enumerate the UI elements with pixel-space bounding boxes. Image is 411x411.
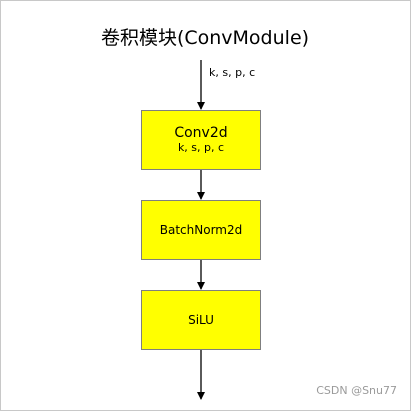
diagram-title: 卷积模块(ConvModule) <box>100 27 310 49</box>
node-batchnorm2d-label: BatchNorm2d <box>159 223 243 237</box>
node-conv2d-label: Conv2d <box>174 125 228 141</box>
node-conv2d: Conv2d k, s, p, c <box>141 110 261 170</box>
node-silu: SiLU <box>141 290 261 350</box>
node-conv2d-params: k, s, p, c <box>177 141 225 154</box>
input-edge-label: k, s, p, c <box>209 66 256 79</box>
node-batchnorm2d: BatchNorm2d <box>141 200 261 260</box>
node-silu-label: SiLU <box>188 313 214 327</box>
watermark: CSDN @Snu77 <box>316 384 397 397</box>
